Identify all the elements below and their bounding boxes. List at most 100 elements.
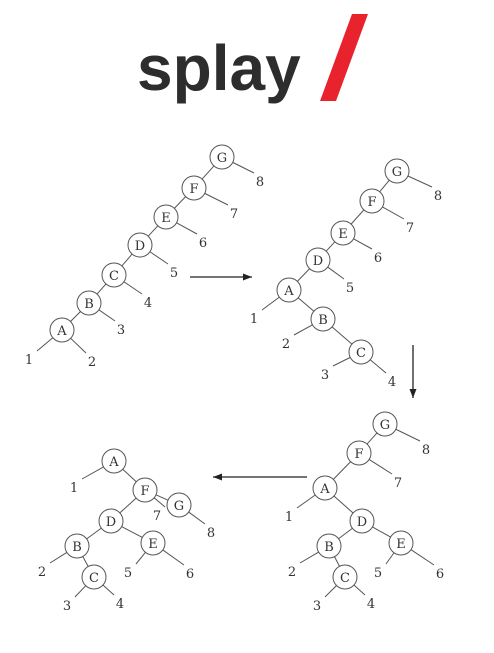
leaf-branch — [296, 494, 316, 509]
tree-edge — [297, 297, 315, 312]
leaf-branch — [369, 359, 387, 374]
tree-node-circle — [348, 339, 374, 365]
leaf-branch — [353, 238, 373, 250]
leaf-branch — [410, 549, 435, 566]
tree-node-label: A — [56, 324, 67, 339]
tree-edge — [121, 253, 133, 267]
tree-edge — [333, 495, 354, 514]
tree-edge — [372, 526, 391, 538]
tree-edge — [325, 241, 336, 252]
tree-node-label: C — [356, 346, 366, 361]
leaf-branch — [327, 266, 345, 280]
subtree-label: 1 — [285, 510, 293, 525]
tree-node-label: F — [189, 182, 198, 197]
tree-node-label: G — [217, 151, 227, 166]
tree-node-circle — [384, 158, 410, 184]
leaf-branch — [232, 161, 255, 174]
tree-edge — [155, 494, 169, 501]
arrow-down-head — [409, 389, 417, 398]
leaf-branch — [385, 552, 395, 565]
tree-node-circle — [181, 175, 207, 201]
tree-node-circle — [305, 247, 331, 273]
leaf-branch — [299, 551, 319, 564]
subtree-label: 8 — [422, 443, 430, 458]
tree-node-circle — [153, 204, 179, 230]
subtree-label: 6 — [199, 236, 207, 251]
tree-node-label: C — [109, 269, 119, 284]
leaf-branch — [102, 584, 115, 596]
subtree-label: 3 — [313, 599, 321, 614]
subtree-label: 3 — [63, 599, 71, 614]
tree-node-circle — [332, 564, 358, 590]
tree-node-label: B — [318, 313, 328, 328]
tree-node-label: G — [174, 499, 184, 514]
tree-node-label: E — [161, 211, 171, 226]
subtree-label: 6 — [374, 251, 382, 266]
subtree-label: 7 — [230, 207, 238, 222]
leaf-branch — [204, 192, 229, 206]
leaf-branch — [123, 281, 143, 295]
tree-node-label: B — [72, 540, 82, 555]
subtree-label: 5 — [374, 566, 382, 581]
tree-edge — [147, 225, 159, 237]
tree-node-label: A — [108, 455, 119, 470]
tree-edge — [70, 311, 81, 322]
tree-edge — [338, 527, 353, 540]
arrow-down — [409, 345, 417, 398]
subtree-label: 1 — [70, 481, 78, 496]
leaf-branch — [153, 497, 166, 508]
tree-node-label: G — [392, 165, 402, 180]
subtree-label: 4 — [367, 597, 375, 612]
transition-arrows — [190, 273, 417, 481]
leaf-branch — [81, 466, 104, 480]
subtree-label: 4 — [388, 375, 396, 390]
subtree-label: 5 — [124, 566, 132, 581]
leaf-branch — [332, 356, 351, 367]
logo-slash-mark — [320, 14, 368, 101]
leaf-branch — [149, 251, 169, 265]
leaf-branch — [36, 337, 54, 352]
leaf-branch — [382, 206, 405, 220]
leaf-branch — [49, 551, 68, 564]
leaf-branch — [135, 552, 146, 565]
tree-node-circle — [132, 477, 158, 503]
subtree-label: 7 — [394, 476, 402, 491]
subtree-label: 6 — [186, 567, 194, 582]
leaf-branch — [261, 296, 280, 311]
tree-edge — [331, 326, 353, 345]
leaf-branch — [395, 428, 421, 442]
logo-word: splay — [137, 32, 301, 104]
tree-node-label: D — [135, 239, 145, 254]
leaf-branch — [162, 549, 185, 566]
tree-node-circle — [101, 448, 127, 474]
subtree-label: 2 — [38, 565, 46, 580]
tree-edge — [173, 196, 187, 209]
tree-node-circle — [312, 475, 338, 501]
subtree-label: 2 — [282, 337, 290, 352]
tree-node-circle — [81, 564, 107, 590]
arrow-left — [213, 473, 307, 481]
tree-node-label: G — [380, 418, 390, 433]
tree-edge — [334, 556, 340, 567]
tree-node-circle — [346, 440, 372, 466]
tree-node-circle — [166, 492, 192, 518]
leaf-branch — [324, 585, 337, 598]
tree-node-label: B — [84, 297, 94, 312]
tree-node-label: D — [357, 515, 367, 530]
tree-edge — [86, 527, 102, 540]
subtree-label: 4 — [144, 296, 152, 311]
tree-edge — [350, 209, 365, 225]
subtree-label: 1 — [25, 353, 33, 368]
tree-node-label: C — [89, 571, 99, 586]
tree-node-circle — [359, 188, 385, 214]
leaf-branch — [353, 584, 366, 596]
tree-node-label: C — [340, 571, 350, 586]
subtree-label: 8 — [207, 526, 215, 541]
subtree-label: 7 — [153, 509, 161, 524]
tree-node-label: F — [367, 195, 376, 210]
logo: splay — [137, 14, 368, 104]
tree-edge — [82, 556, 89, 567]
subtree-label: 2 — [88, 355, 96, 370]
